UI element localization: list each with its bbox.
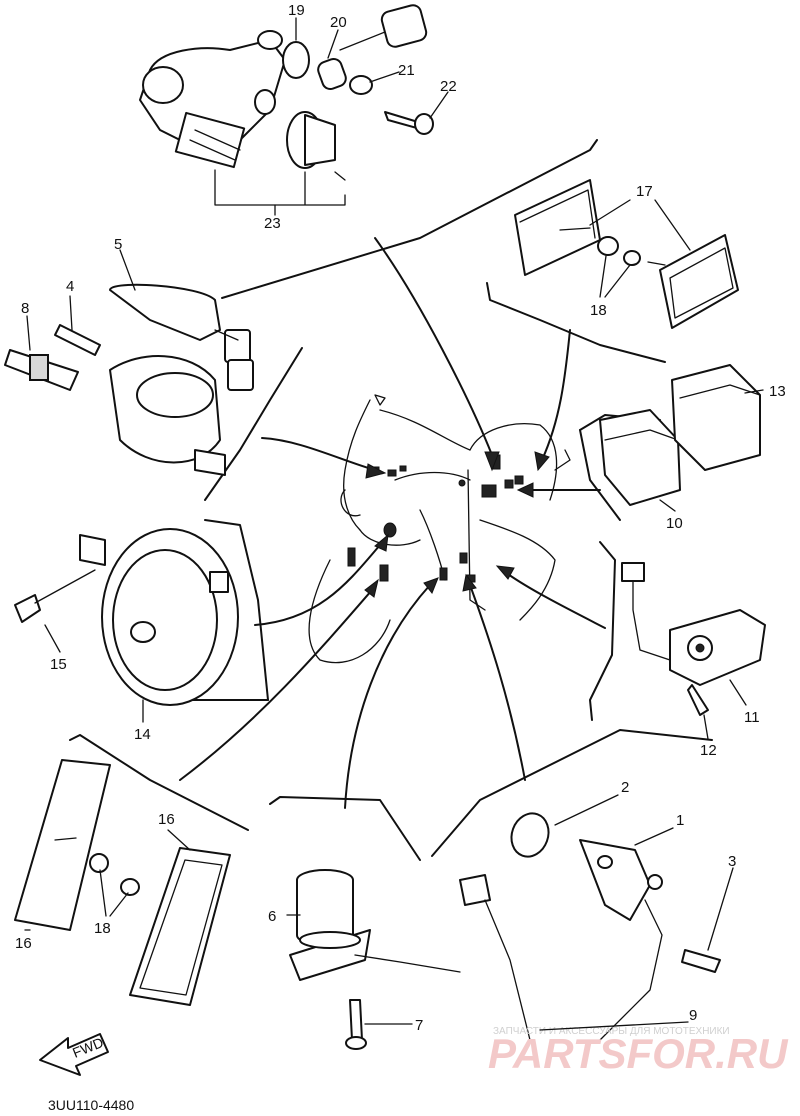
leader-lines <box>179 237 606 809</box>
callout-18-bottom: 18 <box>94 920 111 937</box>
callout-4: 4 <box>66 278 74 295</box>
callout-19: 19 <box>288 2 305 19</box>
watermark: ЗАПЧАСТИ И АКСЕССУАРЫ ДЛЯ МОТОТЕХНИКИ PA… <box>488 1026 789 1077</box>
callout-21: 21 <box>398 62 415 79</box>
callout-18-top: 18 <box>590 302 607 319</box>
switch-assembly <box>139 4 434 206</box>
sensor-lead <box>459 812 721 1041</box>
fwd-arrow: FWD <box>39 1033 109 1076</box>
callout-13: 13 <box>769 383 786 400</box>
callout-9: 9 <box>689 1007 697 1024</box>
callout-8: 8 <box>21 300 29 317</box>
callout-11: 11 <box>744 709 760 726</box>
collar-20 <box>317 57 347 91</box>
frame-outline <box>308 394 571 664</box>
callout-12: 12 <box>700 742 717 759</box>
horn <box>14 528 239 706</box>
drawing-code: 3UU110-4480 <box>48 1097 134 1113</box>
callout-1: 1 <box>676 812 684 829</box>
pickup-unit <box>621 562 766 716</box>
callout-7: 7 <box>415 1017 423 1034</box>
callout-16-right: 16 <box>158 811 175 828</box>
region-dividers <box>69 139 713 861</box>
callout-16-left: 16 <box>15 935 32 952</box>
callout-leaders <box>24 17 764 1031</box>
callout-15: 15 <box>50 656 67 673</box>
callout-17: 17 <box>636 183 653 200</box>
callout-5: 5 <box>114 236 122 253</box>
callout-2: 2 <box>621 779 629 796</box>
callout-14: 14 <box>134 726 151 743</box>
washer-21 <box>349 75 373 95</box>
grommet-19 <box>282 41 310 79</box>
callout-numbers: 19 20 21 22 23 5 4 8 17 18 13 10 11 12 1… <box>15 2 786 1034</box>
callout-3: 3 <box>728 853 736 870</box>
rear-reflectors <box>514 179 739 329</box>
relays <box>599 364 761 506</box>
watermark-tagline: ЗАПЧАСТИ И АКСЕССУАРЫ ДЛЯ МОТОТЕХНИКИ <box>493 1026 730 1037</box>
callout-23: 23 <box>264 215 281 232</box>
watermark-brand: PARTSFOR.RU <box>488 1030 789 1077</box>
callout-20: 20 <box>330 14 347 31</box>
callout-10: 10 <box>666 515 683 532</box>
sensor-group <box>4 283 254 476</box>
callout-22: 22 <box>440 78 457 95</box>
sending-unit <box>289 869 461 1050</box>
side-reflectors <box>14 759 231 1006</box>
callout-6: 6 <box>268 908 276 925</box>
